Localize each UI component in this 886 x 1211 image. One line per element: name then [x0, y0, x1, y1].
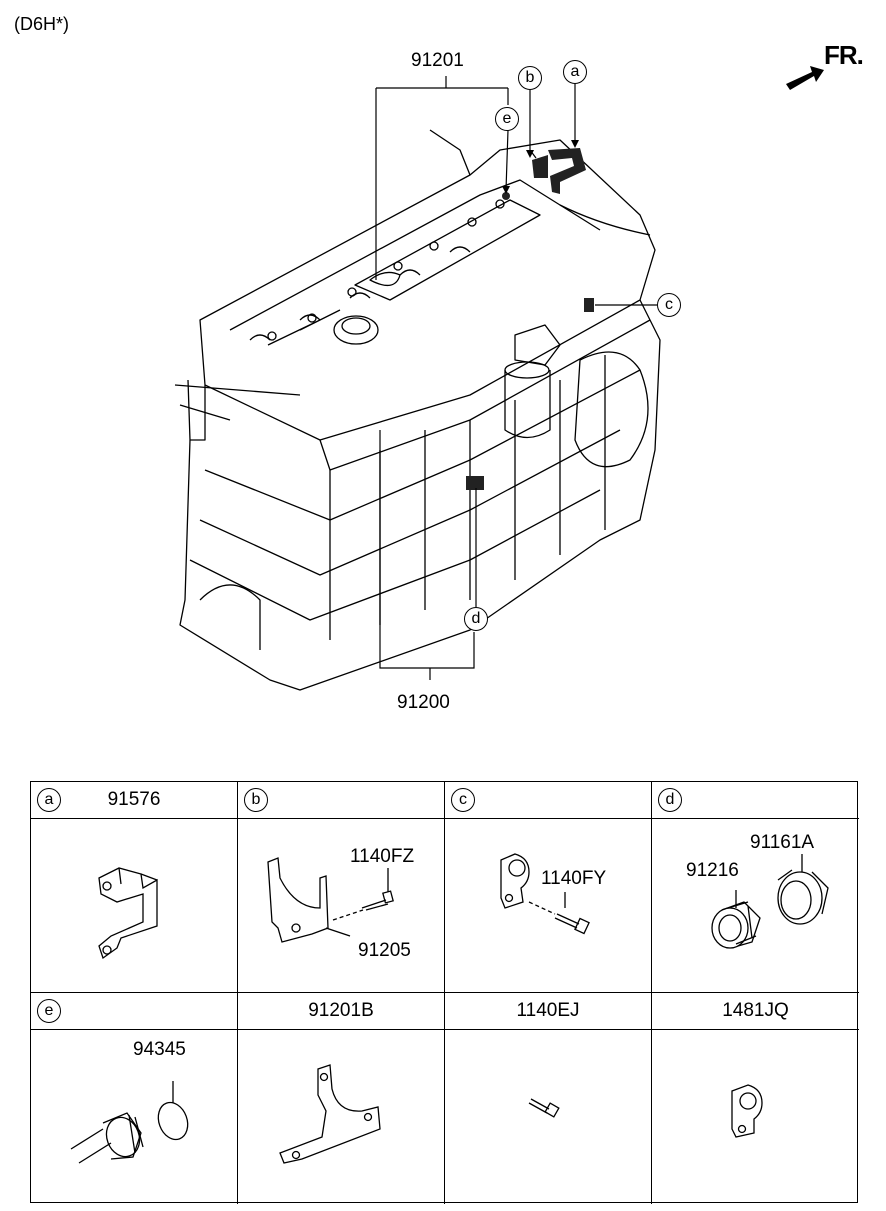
clip-1481JQ-icon — [731, 1084, 763, 1138]
bracket-91205-icon — [267, 857, 394, 943]
callout-a: a — [563, 60, 587, 84]
cell-91201B: 91201B — [238, 993, 445, 1204]
cell-letter-e: e — [37, 999, 61, 1023]
cell-a: a 91576 — [31, 782, 238, 993]
callout-e: e — [495, 107, 519, 131]
oil-filter — [504, 370, 551, 439]
grommet-d-highlight — [466, 476, 484, 490]
cell-title: 91576 — [107, 789, 161, 810]
part-label-1140FZ: 1140FZ — [350, 846, 415, 867]
oring-e-highlight — [502, 192, 510, 200]
cell-letter-a: a — [37, 788, 61, 812]
part-label-91205: 91205 — [358, 940, 411, 961]
engine-illustration — [174, 76, 661, 691]
cell-letter-c: c — [451, 788, 475, 812]
cell-1140EJ: 1140EJ — [445, 993, 652, 1204]
cell-title-91201B: 91201B — [308, 1000, 374, 1021]
bracket-91201B-icon — [279, 1064, 381, 1164]
cell-1481JQ: 1481JQ — [652, 993, 859, 1204]
assembly-label-91201: 91201 — [411, 50, 464, 71]
oil-filler-cap — [333, 315, 379, 345]
cell-letter-d: d — [658, 788, 682, 812]
cell-e: e 94345 — [31, 993, 238, 1204]
bolt-1140EJ-icon — [528, 1098, 560, 1118]
injector-bolts — [267, 199, 505, 346]
cell-c: c 1140FY — [445, 782, 652, 993]
callout-b: b — [518, 66, 542, 90]
parts-table: a 91576 b — [30, 781, 859, 1204]
grommet-set-icon — [711, 854, 829, 949]
bracket-b-highlight — [532, 155, 548, 178]
front-label: FR. — [824, 40, 864, 70]
cell-title-1481JQ: 1481JQ — [722, 1000, 789, 1021]
part-label-94345: 94345 — [133, 1039, 186, 1060]
cell-letter-b: b — [244, 788, 268, 812]
front-arrow-icon — [786, 66, 824, 90]
bracket-a-highlight — [548, 148, 586, 194]
cell-d: d 91161A 91216 — [652, 782, 859, 993]
clip-1140FY-icon — [500, 853, 590, 935]
cell-b: b 1140FZ 91205 — [238, 782, 445, 993]
callout-c: c — [657, 293, 681, 317]
flywheel-housing — [574, 351, 649, 468]
assembly-label-91200: 91200 — [397, 692, 450, 713]
oring-94345-icon — [70, 1081, 189, 1164]
logo-plate — [354, 199, 541, 301]
callout-d: d — [464, 607, 488, 631]
model-code: (D6H*) — [14, 14, 70, 34]
part-label-1140FY: 1140FY — [541, 868, 607, 889]
clip-c-highlight — [584, 298, 594, 312]
part-label-91216: 91216 — [686, 860, 739, 881]
engine-block — [179, 299, 661, 691]
bracket-91576-icon — [98, 867, 158, 960]
part-label-91161A: 91161A — [750, 832, 815, 853]
head-cover — [199, 139, 656, 441]
cell-title-1140EJ: 1140EJ — [516, 1000, 580, 1021]
